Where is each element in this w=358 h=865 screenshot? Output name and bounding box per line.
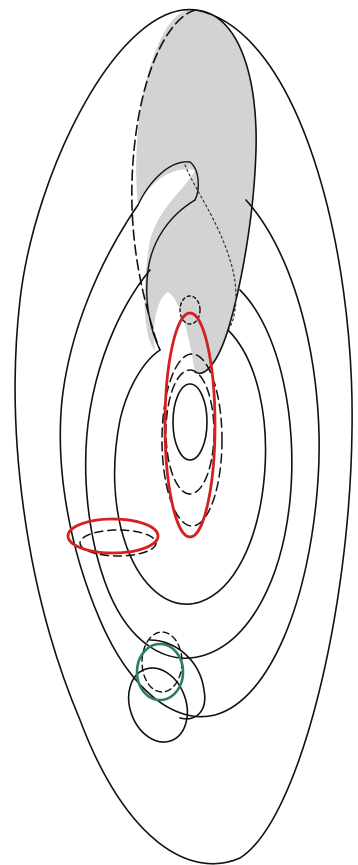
innermost-loop: [173, 384, 207, 460]
nested-curve-4: [115, 330, 266, 604]
shaded-region: [136, 10, 256, 374]
red-horizontal-loop: [68, 519, 158, 553]
